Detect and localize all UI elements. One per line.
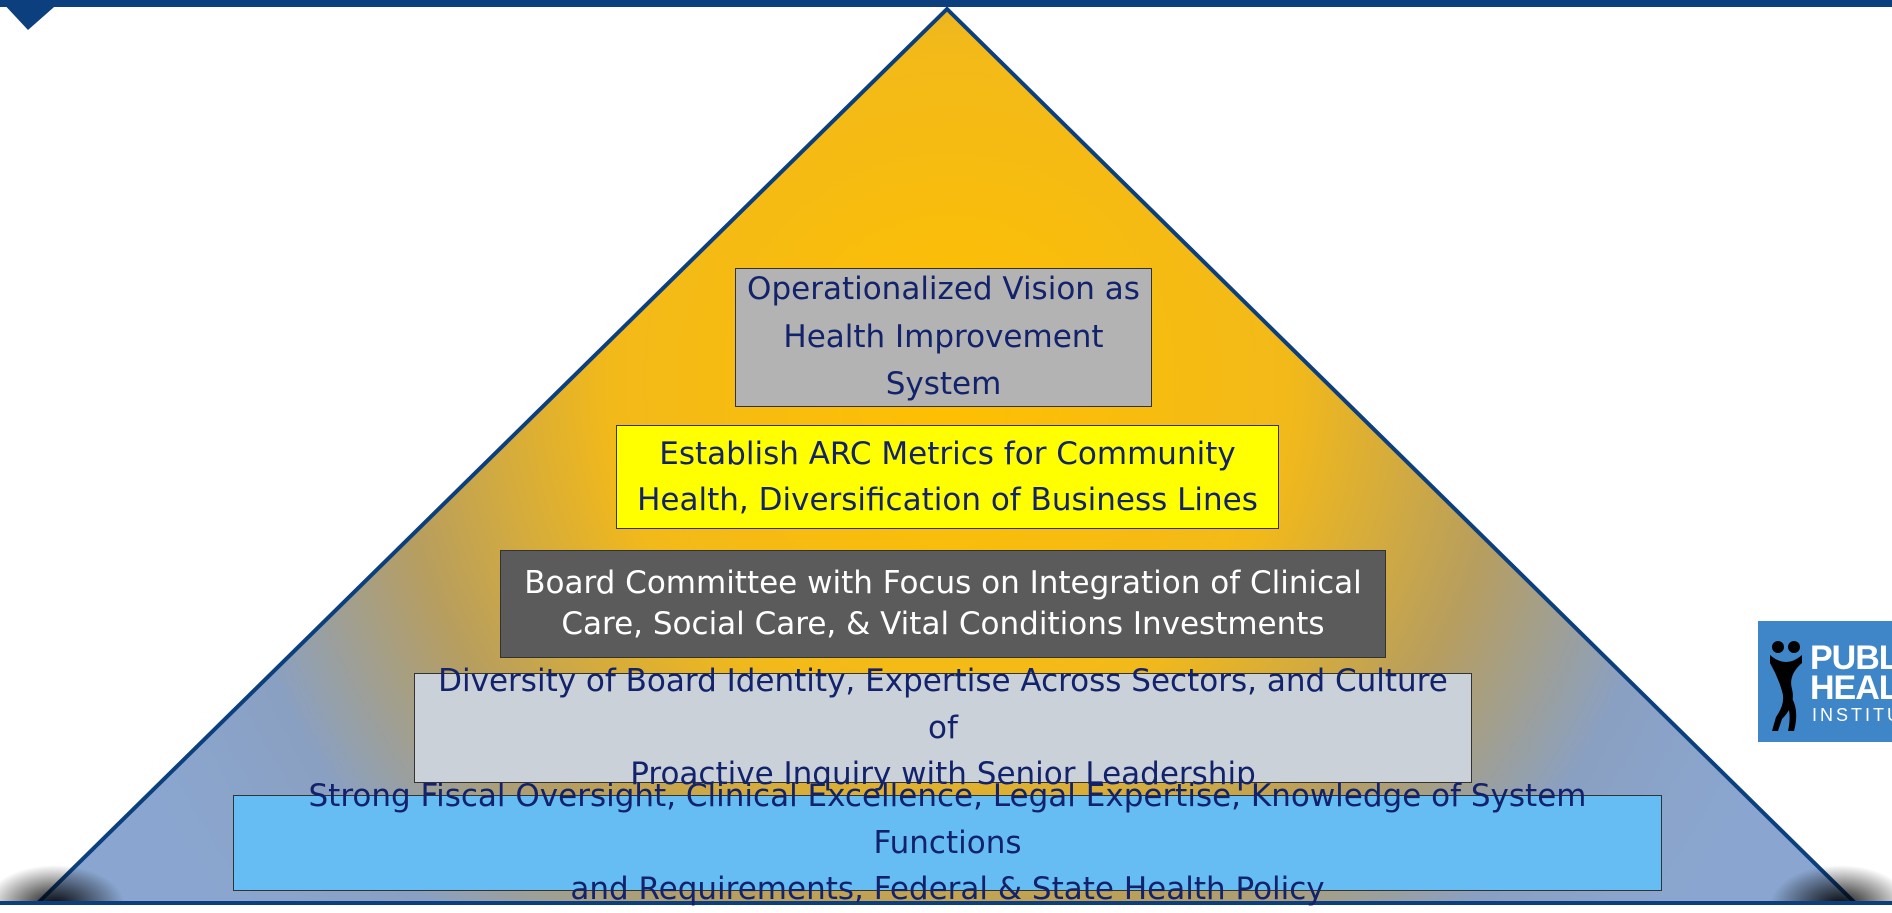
logo-text-line1: PUBLIC (1810, 639, 1892, 677)
public-health-institute-logo: PUBLIC HEALTH INSTITUTE (1758, 621, 1892, 742)
logo-text-line2: HEALTH (1810, 669, 1892, 707)
tier-label: Operationalized Vision as Health Improve… (747, 271, 1140, 403)
person-figure-icon (1770, 641, 1802, 731)
corner-notch-shape (0, 0, 62, 30)
pyramid-tier-4: Diversity of Board Identity, Expertise A… (414, 663, 1472, 792)
tier-label: Establish ARC Metrics for Community Heal… (637, 435, 1258, 519)
pyramid-tier-base: Strong Fiscal Oversight, Clinical Excell… (233, 778, 1662, 907)
pyramid-tier-top: Operationalized Vision as Health Improve… (735, 268, 1152, 407)
pyramid-tier-2: Establish ARC Metrics for Community Heal… (616, 425, 1279, 529)
pyramid-tier-3: Board Committee with Focus on Integratio… (500, 550, 1386, 658)
pyramid-right-corner-shadow (1770, 865, 1892, 905)
top-banner-bar (0, 0, 1892, 7)
tier-label: Diversity of Board Identity, Expertise A… (438, 663, 1448, 793)
pyramid-left-corner-shadow (0, 865, 125, 905)
tier-label: Board Committee with Focus on Integratio… (524, 564, 1362, 642)
tier-label: Strong Fiscal Oversight, Clinical Excell… (308, 778, 1587, 908)
logo-text-line3: INSTITUTE (1812, 705, 1892, 725)
